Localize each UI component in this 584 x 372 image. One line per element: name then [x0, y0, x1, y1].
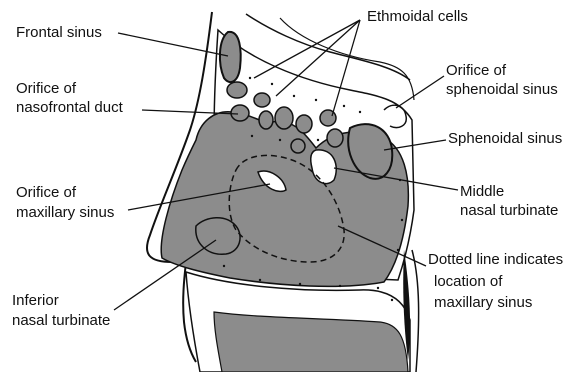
label-dotted-line-line1: Dotted line indicates: [428, 250, 563, 269]
label-inferior-turbinate-line1: Inferior: [12, 291, 59, 310]
label-inferior-turbinate-line2: nasal turbinate: [12, 311, 110, 330]
label-frontal-sinus: Frontal sinus: [16, 23, 102, 42]
label-orifice-sphenoidal-line2: sphenoidal sinus: [446, 80, 558, 99]
label-dotted-line-line2: location of: [434, 272, 502, 291]
label-orifice-sphenoidal-line1: Orifice of: [446, 61, 506, 80]
label-orifice-nasofrontal-line1: Orifice of: [16, 79, 76, 98]
label-sphenoidal-sinus: Sphenoidal sinus: [448, 129, 562, 148]
leader-sphenoidal-orifice: [396, 76, 444, 108]
pharynx-wall: [412, 250, 419, 372]
label-orifice-maxillary-line2: maxillary sinus: [16, 203, 114, 222]
label-orifice-maxillary-line1: Orifice of: [16, 183, 76, 202]
label-middle-turbinate-line2: nasal turbinate: [460, 201, 558, 220]
leader-frontal-sinus: [118, 33, 228, 56]
label-orifice-nasofrontal-line2: nasofrontal duct: [16, 98, 123, 117]
label-middle-turbinate-line1: Middle: [460, 182, 504, 201]
label-ethmoidal-cells: Ethmoidal cells: [367, 7, 468, 26]
frontal-sinus-shape: [220, 32, 241, 82]
label-dotted-line-line3: maxillary sinus: [434, 293, 532, 312]
